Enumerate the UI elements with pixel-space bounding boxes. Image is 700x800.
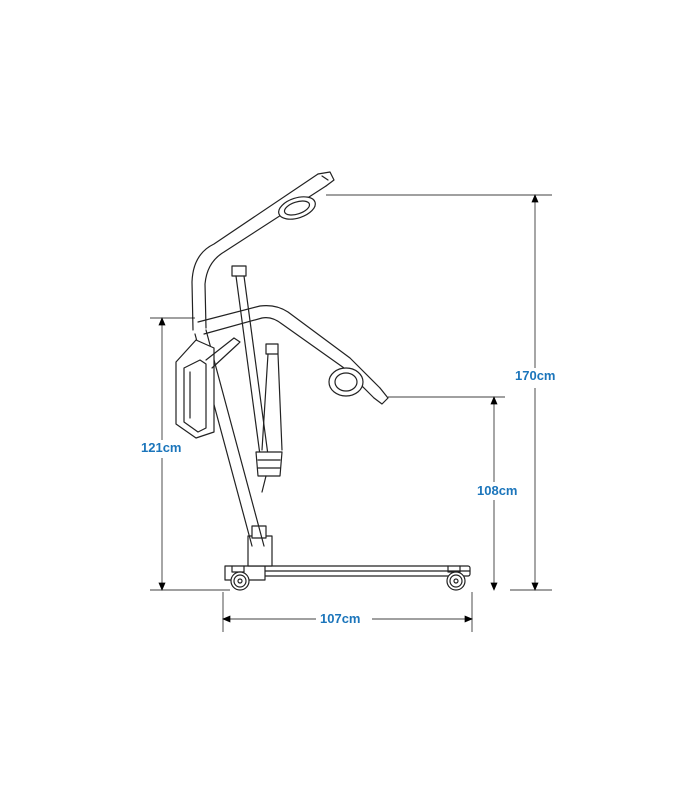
base-frame [224, 525, 471, 581]
push-handle [205, 337, 241, 369]
top-handle-ring [278, 196, 316, 220]
upper-boom [191, 171, 335, 331]
boom-height-label: 108cm [475, 483, 520, 499]
lower-boom [197, 305, 389, 405]
max-height-label: 170cm [513, 368, 558, 384]
lifting-cylinder [255, 343, 283, 493]
actuator [231, 265, 271, 471]
base-length-label: 107cm [318, 611, 363, 627]
control-box [175, 339, 215, 439]
mast-height-label: 121cm [139, 440, 184, 456]
lower-handle-ring [328, 367, 364, 397]
rear-caster [230, 565, 250, 591]
front-caster [446, 565, 466, 591]
